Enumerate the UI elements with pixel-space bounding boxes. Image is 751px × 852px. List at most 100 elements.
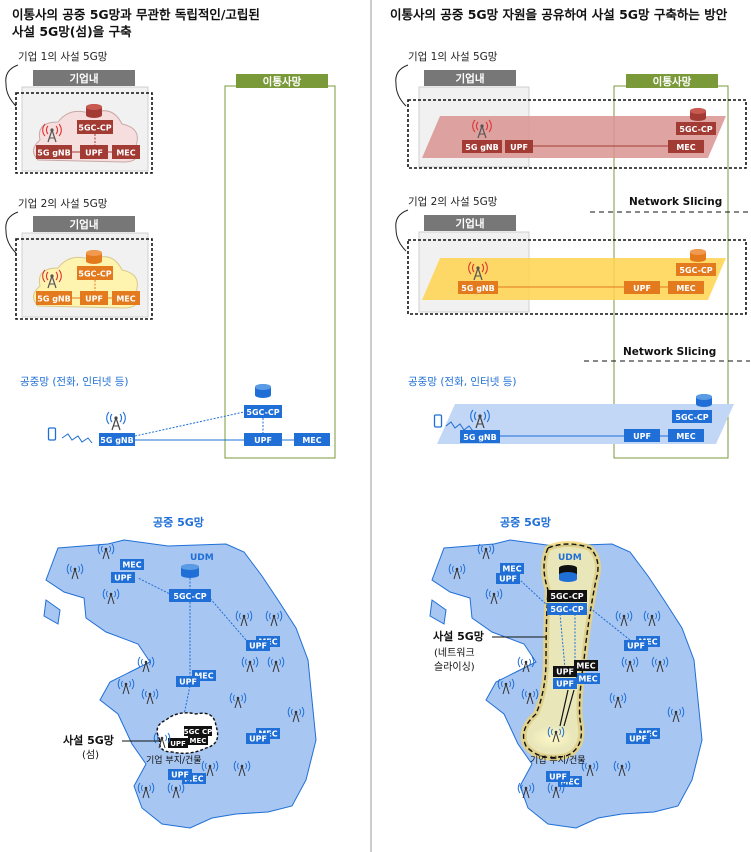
left-map-upf-2 (246, 640, 270, 651)
svg-text:UPF: UPF (556, 680, 574, 689)
left-corp1-cp (77, 120, 113, 134)
svg-text:MEC: MEC (676, 284, 695, 293)
svg-text:MEC: MEC (502, 565, 521, 574)
svg-text:5G gNB: 5G gNB (461, 284, 494, 293)
right-public-gnb (460, 430, 500, 443)
svg-text:MEC: MEC (638, 638, 657, 647)
svg-text:UPF: UPF (114, 574, 132, 583)
right-map-site-label: 기업 부지/건물 (530, 755, 586, 766)
svg-text:UPF: UPF (627, 642, 645, 651)
svg-text:UPF: UPF (170, 740, 186, 748)
left-title-line1: 이통사의 공중 5G망과 무관한 독립적인/고립된 (12, 7, 260, 22)
svg-text:UPF: UPF (254, 436, 272, 445)
right-corp2-upf (624, 281, 660, 294)
svg-text:5G gNB: 5G gNB (37, 295, 70, 304)
right-map-upf-5 (546, 771, 570, 782)
left-map-upf-5 (168, 769, 192, 780)
left-operator-area (224, 85, 336, 459)
left-map-private-sub: (섬) (82, 749, 99, 761)
svg-text:UPF: UPF (85, 295, 103, 304)
left-corp2-cp (77, 266, 113, 280)
left-corp1-label: 기업 1의 사설 5G망 (18, 50, 108, 63)
left-map-mec-3 (192, 670, 216, 681)
left-corp2-label: 기업 2의 사설 5G망 (18, 197, 108, 210)
right-corp1-label: 기업 1의 사설 5G망 (408, 50, 498, 63)
right-map-upf-3 (553, 678, 577, 689)
right-map-private-cp (547, 590, 587, 602)
right-operator-tab-label: 이통사망 (653, 75, 692, 88)
right-public-cp (672, 410, 712, 423)
left-map-private-upf (168, 738, 188, 748)
left-corp2-tab (33, 216, 135, 232)
left-map-private-mec (188, 735, 208, 745)
right-map-private-label: 사설 5G망 (433, 629, 484, 643)
left-corp2-mec (112, 291, 140, 305)
left-title-line2: 사설 5G망(섬)을 구축 (12, 24, 132, 39)
right-public-upf (624, 429, 660, 442)
left-corp2-gnb (36, 291, 72, 305)
right-map-upf-1 (496, 573, 520, 584)
right-map-title: 공중 5G망 (500, 515, 551, 529)
right-corp1-upf (505, 140, 533, 153)
svg-text:기업내: 기업내 (456, 72, 485, 85)
left-corp1-dashed-border (15, 92, 153, 174)
left-map-upf-3 (176, 676, 200, 687)
right-map-slice-border (522, 543, 599, 759)
right-map-udm-label: UDM (558, 553, 582, 563)
right-public-mec (668, 429, 704, 442)
left-corp2-bracket (5, 211, 19, 254)
right-phone-icon (433, 414, 443, 428)
svg-text:MEC: MEC (578, 675, 597, 684)
left-map-upf-4 (246, 733, 270, 744)
left-map-mec-1 (120, 559, 144, 570)
svg-text:MEC: MEC (122, 561, 141, 570)
left-corp1-tab-label: 기업내 (70, 72, 99, 85)
left-corp2-upf (80, 291, 108, 305)
left-corp1-mec (112, 145, 140, 159)
svg-text:MEC: MEC (676, 432, 695, 441)
svg-text:MEC: MEC (194, 672, 213, 681)
right-corp2-cp (676, 263, 716, 276)
svg-text:MEC: MEC (184, 775, 203, 784)
left-map-mec-5 (182, 773, 206, 784)
svg-text:UPF: UPF (556, 668, 574, 677)
svg-text:5G gNB: 5G gNB (37, 149, 70, 158)
left-map-upf-1 (111, 572, 135, 583)
left-operator-tab (236, 74, 328, 88)
right-corp2-mec (668, 281, 704, 294)
svg-text:UPF: UPF (510, 143, 528, 152)
right-corp2-gnb (458, 281, 498, 294)
svg-text:UPF: UPF (249, 642, 267, 651)
svg-text:UPF: UPF (85, 149, 103, 158)
svg-text:MEC: MEC (676, 143, 695, 152)
svg-text:UPF: UPF (633, 284, 651, 293)
svg-text:5GC-CP: 5GC-CP (78, 270, 111, 279)
right-title: 이통사의 공중 5G망 자원을 공유하여 사설 5G망 구축하는 방안 (390, 7, 728, 22)
right-corp1-gnb (462, 140, 502, 153)
right-slicing1-label: Network Slicing (629, 196, 722, 208)
svg-text:UPF: UPF (171, 771, 189, 780)
svg-text:5GC-CP: 5GC-CP (246, 408, 279, 417)
right-corp1-mec (668, 140, 704, 153)
left-corp2-dashed-border (15, 238, 153, 320)
right-corp2-dashed-border (407, 239, 747, 315)
right-map-private-sub1: (네트워크 (434, 646, 475, 659)
right-map-cp (547, 603, 587, 615)
left-map-private-label: 사설 5G망 (63, 733, 114, 747)
right-map-private-sub2: 슬라이싱) (434, 661, 475, 673)
right-map-upf-2 (624, 640, 648, 651)
svg-text:UPF: UPF (633, 432, 651, 441)
svg-text:5GC-CP: 5GC-CP (173, 592, 206, 601)
left-corp2-tab-label: 기업내 (70, 218, 99, 231)
right-map-mec-3 (576, 673, 600, 684)
svg-text:UPF: UPF (499, 575, 517, 584)
left-map-cp (169, 589, 211, 602)
left-map-private-cp (184, 726, 212, 736)
left-map-udm-label: UDM (190, 553, 214, 563)
left-corp1-upf (80, 145, 108, 159)
svg-text:MEC: MEC (190, 737, 207, 745)
right-corp1-dashed-border (407, 99, 747, 169)
svg-text:5GC CP: 5GC CP (184, 728, 212, 736)
svg-text:MEC: MEC (116, 295, 135, 304)
